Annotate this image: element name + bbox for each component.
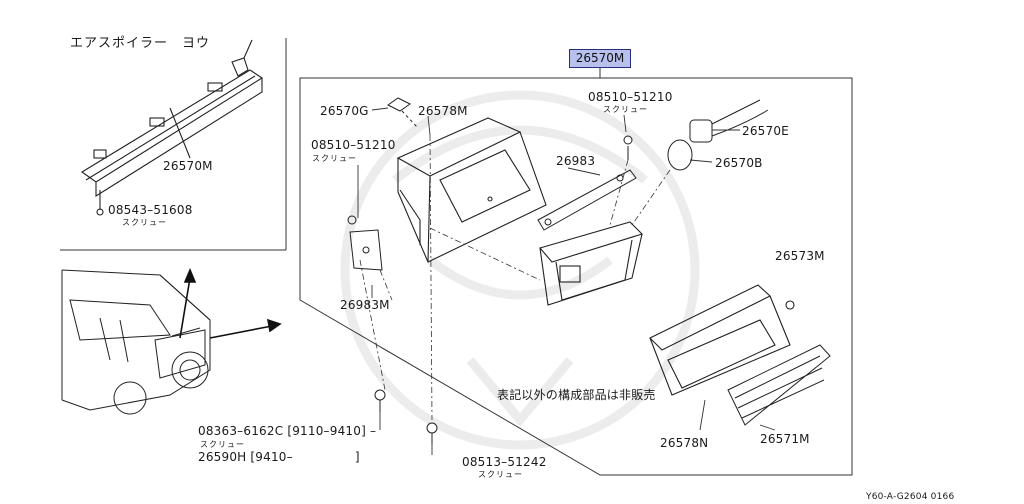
main-frame <box>299 68 853 476</box>
part-26590h: 26590H [9410– ] <box>198 450 360 464</box>
part-08363-range: [9110–9410] <box>287 424 366 438</box>
part-26570e: 26570E <box>742 124 789 138</box>
leader-lines <box>357 66 776 455</box>
part-08363-number: 08363–6162C <box>198 424 284 438</box>
inset-part-08543: 08543–51608 <box>108 203 193 217</box>
part-26570g: 26570G <box>320 104 369 118</box>
inset-frame <box>60 38 287 251</box>
inset-part-26570m: 26570M <box>163 159 213 173</box>
lens-frame-drawing <box>649 284 795 396</box>
part-08510-top-sub: スクリュー <box>603 105 648 114</box>
vehicle-drawing <box>61 269 211 415</box>
part-08513: 08513–51242 <box>462 455 547 469</box>
assembly-lines <box>359 134 671 421</box>
part-26590h-number: 26590H <box>198 450 247 464</box>
clip-drawing <box>387 97 419 129</box>
part-26578m: 26578M <box>418 104 468 118</box>
footer-code: Y60-A-G2604 0166 <box>866 492 955 502</box>
inset-part-08543-sub: スクリュー <box>122 218 167 227</box>
part-26590h-close: ] <box>354 450 360 464</box>
housing-drawing <box>396 117 547 263</box>
bracket-drawing <box>347 215 383 271</box>
bulb-drawing <box>623 99 769 171</box>
inset-spoiler-drawing <box>81 39 264 216</box>
note-not-sold: 表記以外の構成部品は非販売 <box>497 388 656 402</box>
part-08510-top: 08510–51210 <box>588 90 673 104</box>
lens-drawing <box>727 344 831 426</box>
lamp-body-drawing <box>539 221 644 306</box>
watermark-emblem <box>340 90 700 450</box>
part-26573m: 26573M <box>775 249 825 263</box>
part-26983m: 26983M <box>340 298 390 312</box>
part-08513-sub: スクリュー <box>478 470 523 479</box>
inset-title: エアスポイラー ヨウ <box>70 36 211 51</box>
part-26571m: 26571M <box>760 432 810 446</box>
pointer-arrows <box>179 267 282 339</box>
part-26578n: 26578N <box>660 436 709 450</box>
part-08363-sub: スクリュー <box>200 440 245 449</box>
part-26983: 26983 <box>556 154 596 168</box>
part-26570b: 26570B <box>715 156 763 170</box>
bracket-26983-drawing <box>537 169 637 231</box>
assembly-callout-26570m[interactable]: 26570M <box>569 49 631 68</box>
part-26590h-range: [9410– <box>250 450 293 464</box>
part-08510-left: 08510–51210 <box>311 138 396 152</box>
part-08363: 08363–6162C [9110–9410] – <box>198 424 377 438</box>
part-08510-left-sub: スクリュー <box>312 154 357 163</box>
screw-icons <box>374 389 438 444</box>
